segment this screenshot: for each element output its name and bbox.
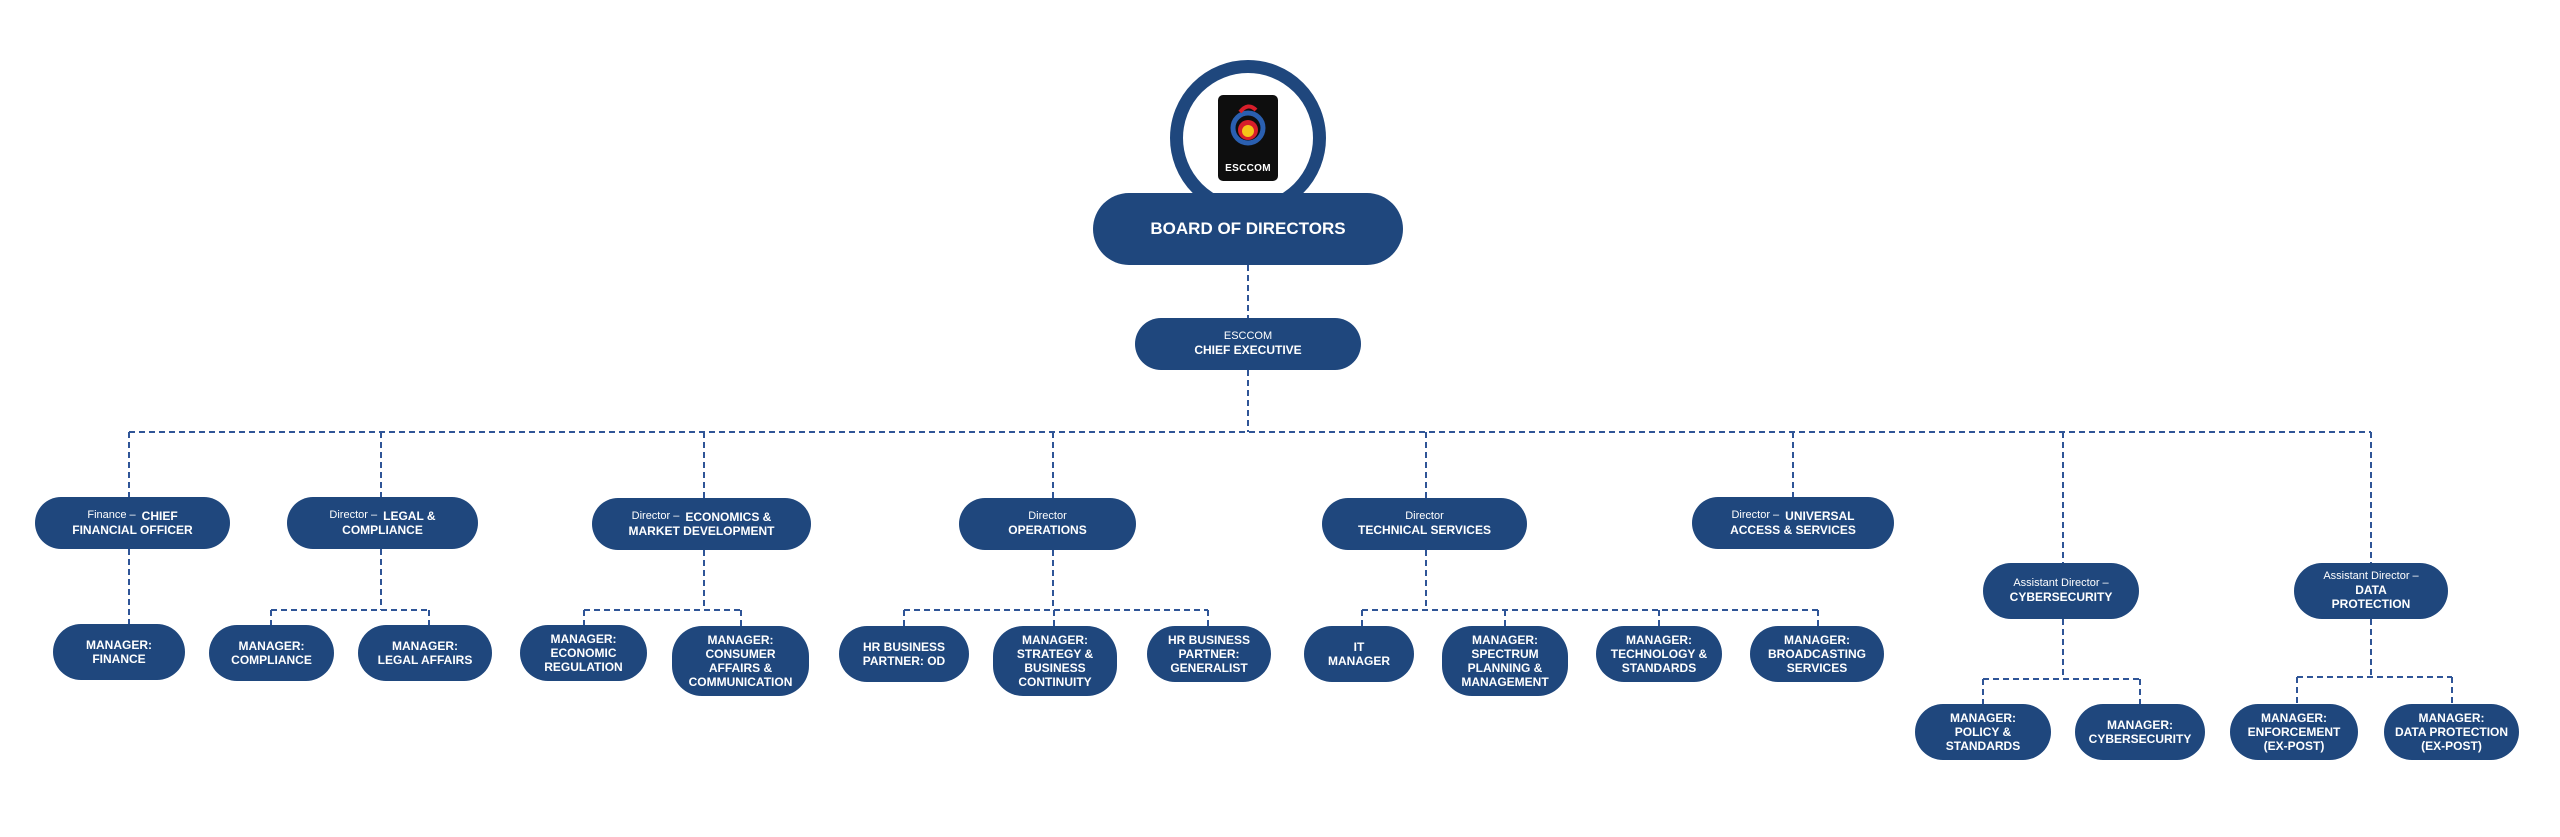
- director-title-line1: CYBERSECURITY: [2009, 590, 2113, 605]
- director-technical-node: Director TECHNICAL SERVICES: [1322, 498, 1527, 550]
- manager-line: MANAGER:: [2261, 710, 2327, 725]
- manager-line: BUSINESS: [1024, 661, 1086, 675]
- manager-line: BROADCASTING: [1768, 646, 1866, 661]
- manager-line: SERVICES: [1786, 661, 1848, 676]
- director-prefix: Director: [1028, 510, 1067, 523]
- manager-strategy-node: MANAGER: STRATEGY & BUSINESS CONTINUITY: [993, 626, 1117, 696]
- manager-line: (EX-POST): [2421, 739, 2482, 754]
- manager-line: STANDARDS: [1621, 661, 1697, 676]
- manager-line: CONTINUITY: [1018, 675, 1092, 690]
- manager-hr-generalist-node: HR BUSINESS PARTNER: GENERALIST: [1147, 626, 1271, 682]
- manager-line: FINANCE: [92, 652, 146, 666]
- director-cfo-node: Finance – CHIEF FINANCIAL OFFICER: [35, 497, 230, 549]
- manager-line: MANAGER:: [2107, 717, 2173, 732]
- manager-line: COMPLIANCE: [231, 653, 312, 667]
- manager-line: MANAGER:: [1022, 632, 1088, 647]
- manager-hr-od-node: HR BUSINESS PARTNER: OD: [839, 626, 969, 682]
- director-title-line1: LEGAL &: [383, 508, 436, 523]
- manager-line: ECONOMIC: [550, 645, 617, 660]
- director-title-line1: ECONOMICS &: [685, 509, 772, 524]
- manager-line: MANAGER: [1328, 654, 1390, 668]
- manager-line: DATA PROTECTION: [2394, 724, 2509, 739]
- manager-line: STANDARDS: [1945, 739, 2021, 754]
- manager-line: LEGAL AFFAIRS: [377, 653, 473, 667]
- director-universal-node: Director – UNIVERSAL ACCESS & SERVICES: [1692, 497, 1894, 549]
- director-title-line2: COMPLIANCE: [342, 523, 423, 537]
- manager-tech-standards-node: MANAGER: TECHNOLOGY & STANDARDS: [1596, 626, 1722, 682]
- director-legal-node: Director – LEGAL & COMPLIANCE: [287, 497, 478, 549]
- manager-line: HR BUSINESS: [1167, 632, 1250, 647]
- manager-economic-regulation-node: MANAGER: ECONOMIC REGULATION: [520, 625, 647, 681]
- board-label: BOARD OF DIRECTORS: [1150, 219, 1346, 238]
- director-prefix: Director: [1405, 510, 1444, 523]
- director-title-line2: ACCESS & SERVICES: [1730, 523, 1856, 537]
- director-title-line1: UNIVERSAL: [1785, 508, 1855, 523]
- manager-line: CONSUMER: [705, 646, 776, 661]
- manager-line: HR BUSINESS: [862, 639, 945, 654]
- manager-policy-node: MANAGER: POLICY & STANDARDS: [1915, 704, 2051, 760]
- manager-line: COMMUNICATION: [688, 675, 793, 690]
- board-of-directors-node: BOARD OF DIRECTORS: [1093, 193, 1403, 265]
- manager-line: MANAGER:: [1784, 632, 1850, 647]
- director-title-line2: FINANCIAL OFFICER: [72, 523, 193, 537]
- manager-line: PLANNING &: [1467, 661, 1543, 675]
- esccom-logo: ESCCOM: [1218, 95, 1278, 181]
- manager-line: POLICY &: [1954, 724, 2012, 739]
- manager-line: MANAGER:: [1472, 632, 1538, 647]
- manager-line: MANAGER:: [392, 638, 458, 653]
- manager-legal-affairs-node: MANAGER: LEGAL AFFAIRS: [358, 625, 492, 681]
- director-economics-node: Director – ECONOMICS & MARKET DEVELOPMENT: [592, 498, 811, 550]
- manager-line: MANAGER:: [238, 638, 305, 653]
- manager-line: PARTNER: OD: [862, 654, 946, 668]
- manager-line: REGULATION: [544, 660, 623, 675]
- director-prefix: Director –: [329, 509, 378, 522]
- chief-executive-node: ESCCOM CHIEF EXECUTIVE: [1135, 318, 1361, 370]
- manager-line: SPECTRUM: [1471, 646, 1539, 661]
- manager-line: AFFAIRS &: [708, 661, 773, 675]
- manager-line: MANAGEMENT: [1461, 675, 1549, 690]
- director-title-line1: DATA: [2355, 583, 2387, 598]
- manager-line: MANAGER:: [1626, 632, 1692, 647]
- manager-line: MANAGER:: [550, 631, 617, 646]
- manager-line: CYBERSECURITY: [2088, 732, 2192, 746]
- manager-line: (EX-POST): [2263, 739, 2325, 754]
- manager-finance-node: MANAGER: FINANCE: [53, 624, 185, 680]
- logo-wordmark: ESCCOM: [1225, 163, 1271, 174]
- director-prefix: Director –: [631, 510, 680, 523]
- manager-spectrum-node: MANAGER: SPECTRUM PLANNING & MANAGEMENT: [1442, 626, 1568, 696]
- manager-line: STRATEGY &: [1016, 646, 1094, 661]
- manager-consumer-affairs-node: MANAGER: CONSUMER AFFAIRS & COMMUNICATIO…: [672, 626, 809, 696]
- manager-line: TECHNOLOGY &: [1610, 646, 1708, 661]
- esccom-logo-mark-icon: [1230, 104, 1266, 146]
- director-title-line1: TECHNICAL SERVICES: [1358, 523, 1491, 538]
- manager-data-protection-node: MANAGER: DATA PROTECTION (EX-POST): [2384, 704, 2519, 760]
- ceo-title: CHIEF EXECUTIVE: [1194, 343, 1302, 358]
- manager-cybersecurity-node: MANAGER: CYBERSECURITY: [2075, 704, 2205, 760]
- manager-line: ENFORCEMENT: [2247, 724, 2341, 739]
- manager-line: PARTNER:: [1178, 646, 1240, 661]
- director-prefix: Director –: [1731, 509, 1780, 522]
- manager-line: GENERALIST: [1170, 661, 1248, 676]
- manager-compliance-node: MANAGER: COMPLIANCE: [209, 625, 334, 681]
- director-prefix: Finance –: [87, 509, 136, 522]
- manager-line: IT: [1353, 639, 1365, 654]
- manager-broadcasting-node: MANAGER: BROADCASTING SERVICES: [1750, 626, 1884, 682]
- director-prefix: Assistant Director –: [2323, 570, 2419, 583]
- director-title-line1: CHIEF: [141, 508, 178, 523]
- manager-line: MANAGER:: [86, 637, 152, 652]
- assistant-director-cyber-node: Assistant Director – CYBERSECURITY: [1983, 563, 2139, 619]
- director-title-line1: OPERATIONS: [1008, 523, 1087, 538]
- assistant-director-dataprot-node: Assistant Director – DATA PROTECTION: [2294, 563, 2448, 619]
- director-title-line2: PROTECTION: [2331, 597, 2411, 612]
- manager-it-node: IT MANAGER: [1304, 626, 1414, 682]
- director-prefix: Assistant Director –: [2013, 577, 2109, 590]
- manager-line: MANAGER:: [707, 632, 774, 647]
- ceo-org: ESCCOM: [1223, 330, 1273, 343]
- manager-enforcement-node: MANAGER: ENFORCEMENT (EX-POST): [2230, 704, 2358, 760]
- director-operations-node: Director OPERATIONS: [959, 498, 1136, 550]
- manager-line: MANAGER:: [2418, 710, 2485, 725]
- manager-line: MANAGER:: [1950, 710, 2016, 725]
- director-title-line2: MARKET DEVELOPMENT: [628, 524, 775, 538]
